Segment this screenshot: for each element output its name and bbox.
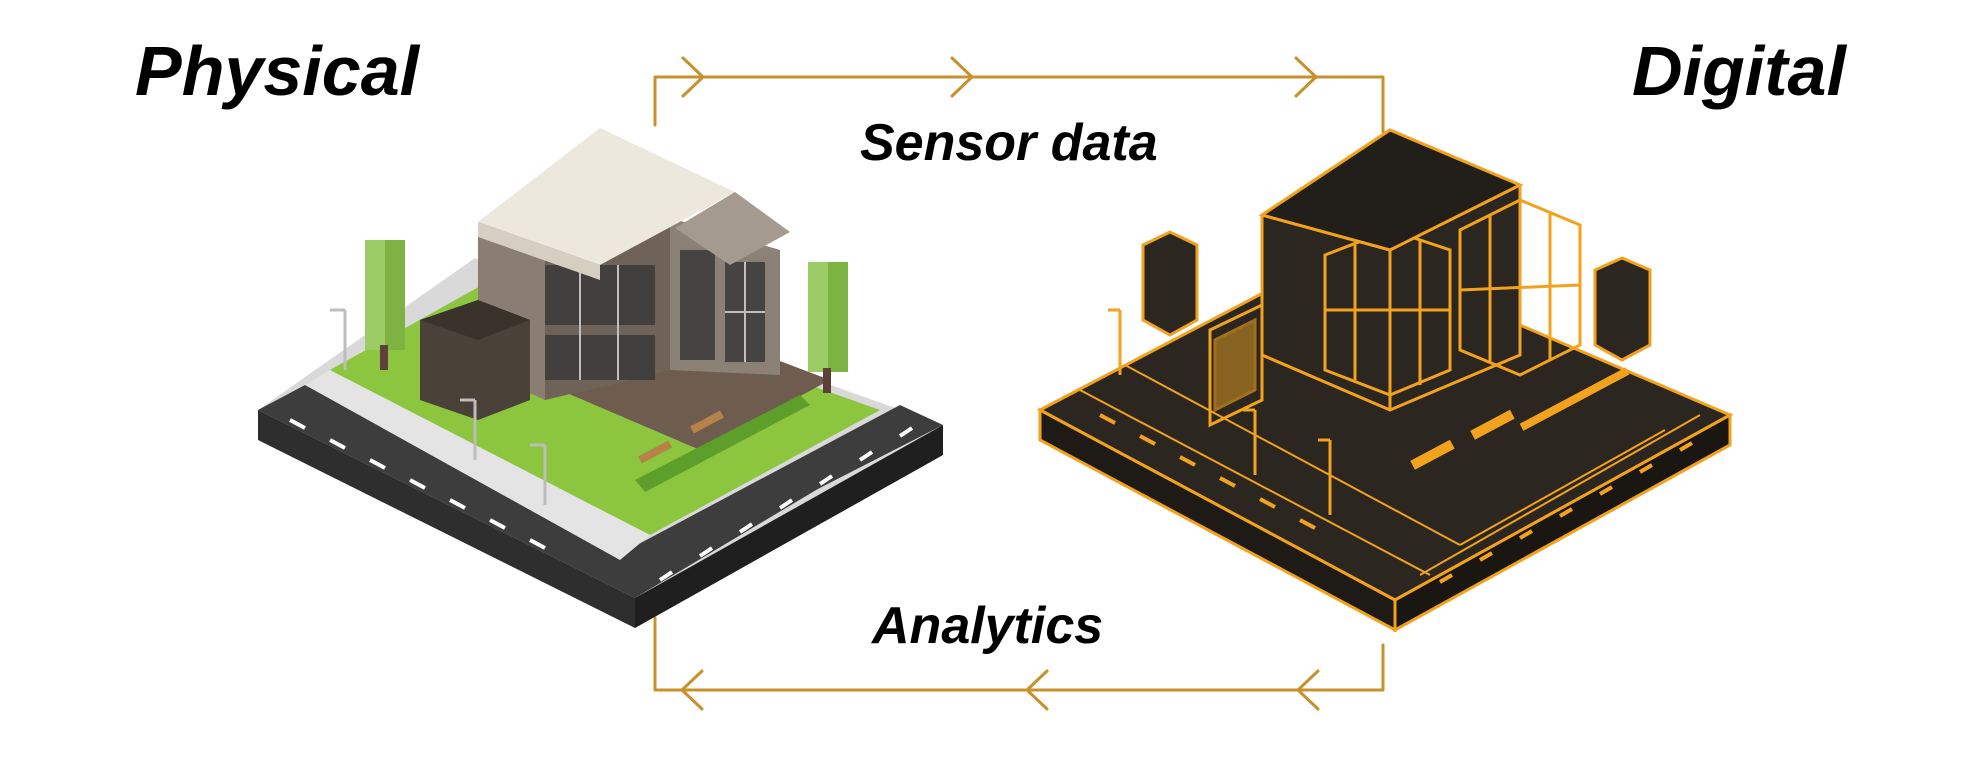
right-arrow-icon [681, 56, 705, 98]
sensor-data-label: Sensor data [860, 114, 1158, 172]
digital-title: Digital [1632, 32, 1846, 110]
left-arrow-icon [1296, 669, 1320, 711]
analytics-label: Analytics [872, 597, 1104, 655]
physical-title: Physical [135, 32, 420, 110]
sensor-data-flow-line [653, 75, 1385, 134]
left-arrow-icon [1025, 669, 1049, 711]
right-arrow-icon [950, 56, 974, 98]
left-arrow-icon [680, 669, 704, 711]
right-arrow-icon [1294, 56, 1318, 98]
analytics-flow-line [653, 616, 1385, 692]
